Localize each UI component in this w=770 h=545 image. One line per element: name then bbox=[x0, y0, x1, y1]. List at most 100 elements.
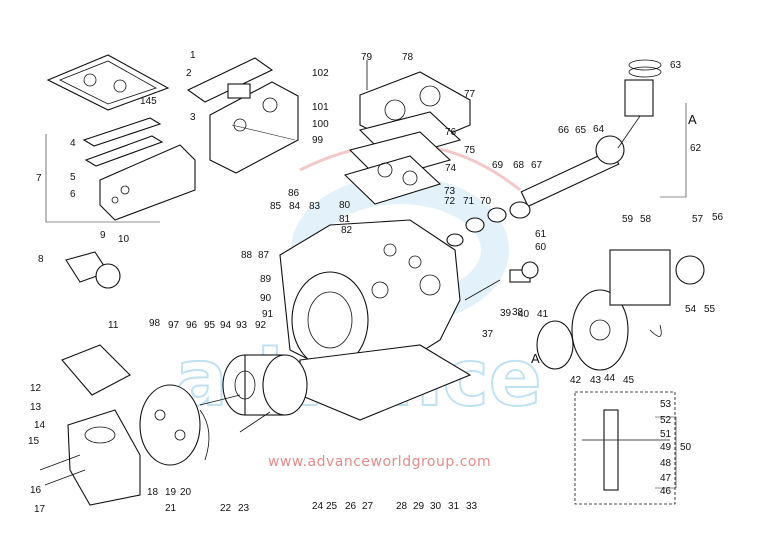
part-callout-86: 86 bbox=[288, 188, 300, 199]
part-callout-28: 28 bbox=[396, 501, 408, 512]
part-callout-97: 97 bbox=[168, 320, 180, 331]
part-callout-12: 12 bbox=[30, 383, 42, 394]
part-callout-84: 84 bbox=[289, 201, 301, 212]
part-callout-94: 94 bbox=[220, 320, 232, 331]
part-callout-1: 1 bbox=[190, 50, 196, 61]
part-callout-53: 53 bbox=[660, 399, 672, 410]
part-callout-9: 9 bbox=[100, 230, 106, 241]
part-callout-55: 55 bbox=[704, 304, 716, 315]
part-callout-98: 98 bbox=[149, 318, 161, 329]
part-callout-73: 73 bbox=[444, 186, 456, 197]
part-callout-82: 82 bbox=[341, 225, 353, 236]
part-callout-99: 99 bbox=[312, 135, 324, 146]
crankshaft bbox=[520, 59, 687, 208]
cylinder-head-stack bbox=[343, 60, 471, 205]
part-callout-90: 90 bbox=[260, 293, 272, 304]
part-callout-45: 45 bbox=[623, 375, 635, 386]
oil-pump-cover bbox=[536, 289, 629, 371]
part-callout-47: 47 bbox=[660, 473, 672, 484]
watermark-url: www.advanceworldgroup.com bbox=[268, 454, 491, 470]
part-callout-21: 21 bbox=[165, 503, 177, 514]
valve-detail-inset bbox=[574, 391, 677, 505]
part-callout-11: 11 bbox=[108, 320, 119, 331]
part-callout-60: 60 bbox=[535, 242, 547, 253]
part-callout-10: 10 bbox=[118, 234, 130, 245]
part-callout-30: 30 bbox=[430, 501, 442, 512]
part-callout-63: 63 bbox=[670, 60, 682, 71]
part-callout-79: 79 bbox=[361, 52, 373, 63]
part-callout-62: 62 bbox=[690, 143, 702, 154]
part-callout-76: 76 bbox=[445, 127, 457, 138]
part-callout-93: 93 bbox=[236, 320, 248, 331]
part-callout-26: 26 bbox=[345, 501, 357, 512]
part-callout-64: 64 bbox=[593, 124, 605, 135]
part-callout-70: 70 bbox=[480, 196, 492, 207]
part-callout-14: 14 bbox=[34, 420, 46, 431]
part-callout-7: 7 bbox=[36, 173, 42, 184]
part-callout-5: 5 bbox=[70, 172, 76, 183]
part-callout-48: 48 bbox=[660, 458, 672, 469]
part-callout-91: 91 bbox=[262, 309, 274, 320]
part-callout-50: 50 bbox=[680, 442, 692, 453]
part-callout-3: 3 bbox=[190, 112, 196, 123]
part-callout-19: 19 bbox=[165, 487, 177, 498]
part-callout-37: 37 bbox=[482, 329, 494, 340]
part-callout-54: 54 bbox=[685, 304, 697, 315]
part-callout-42: 42 bbox=[570, 375, 582, 386]
gasket-mark: 145 bbox=[140, 96, 157, 107]
part-callout-100: 100 bbox=[312, 119, 329, 130]
part-callout-27: 27 bbox=[362, 501, 374, 512]
part-callout-29: 29 bbox=[413, 501, 425, 512]
part-callout-57: 57 bbox=[692, 214, 704, 225]
part-callout-71: 71 bbox=[463, 196, 475, 207]
part-callout-41: 41 bbox=[537, 309, 549, 320]
part-callout-40: 40 bbox=[518, 309, 530, 320]
part-callout-20: 20 bbox=[180, 487, 192, 498]
part-callout-13: 13 bbox=[30, 402, 42, 413]
terminal-box bbox=[39, 251, 141, 506]
part-callout-15: 15 bbox=[28, 436, 40, 447]
part-callout-22: 22 bbox=[220, 503, 232, 514]
part-callout-6: 6 bbox=[70, 189, 76, 200]
part-callout-80: 80 bbox=[339, 200, 351, 211]
view-marker-a-bottom: A bbox=[531, 351, 540, 366]
gasket-plate: 145 bbox=[46, 54, 170, 111]
part-callout-74: 74 bbox=[445, 163, 457, 174]
part-callout-61: 61 bbox=[535, 229, 547, 240]
part-callout-24: 24 bbox=[312, 501, 324, 512]
oil-pressure-control bbox=[609, 249, 705, 337]
part-callout-72: 72 bbox=[444, 196, 456, 207]
part-callout-87: 87 bbox=[258, 250, 270, 261]
end-cover bbox=[186, 57, 299, 174]
rotor bbox=[199, 354, 308, 433]
part-callout-51: 51 bbox=[660, 429, 672, 440]
part-callout-33: 33 bbox=[466, 501, 478, 512]
part-callout-25: 25 bbox=[326, 501, 338, 512]
part-callout-88: 88 bbox=[241, 250, 253, 261]
part-callout-2: 2 bbox=[186, 68, 192, 79]
part-callout-43: 43 bbox=[590, 375, 602, 386]
part-callout-58: 58 bbox=[640, 214, 652, 225]
small-parts bbox=[446, 201, 539, 301]
part-callout-49: 49 bbox=[660, 442, 672, 453]
part-callout-23: 23 bbox=[238, 503, 250, 514]
part-callout-16: 16 bbox=[30, 485, 42, 496]
part-callout-46: 46 bbox=[660, 486, 672, 497]
part-callout-102: 102 bbox=[312, 68, 329, 79]
part-callout-78: 78 bbox=[402, 52, 414, 63]
part-callout-18: 18 bbox=[147, 487, 159, 498]
part-callout-56: 56 bbox=[712, 212, 724, 223]
part-callout-92: 92 bbox=[255, 320, 267, 331]
part-callout-83: 83 bbox=[309, 201, 321, 212]
part-callout-17: 17 bbox=[34, 504, 46, 515]
part-callout-95: 95 bbox=[204, 320, 216, 331]
side-cover bbox=[45, 117, 196, 223]
part-callout-77: 77 bbox=[464, 89, 476, 100]
motor-end-cover bbox=[139, 384, 210, 466]
part-callout-67: 67 bbox=[531, 160, 543, 171]
part-callout-4: 4 bbox=[70, 138, 76, 149]
part-callout-59: 59 bbox=[622, 214, 634, 225]
